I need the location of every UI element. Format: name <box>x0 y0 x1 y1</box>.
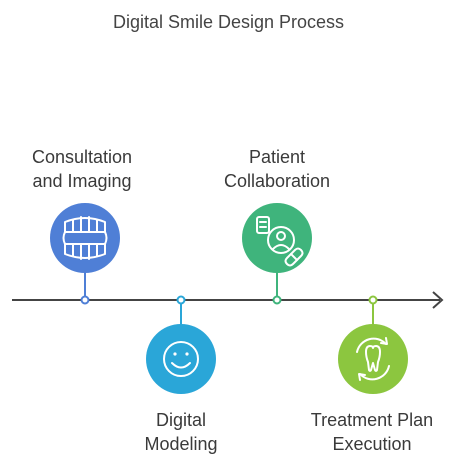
step-patient-collaboration <box>242 203 312 305</box>
step-label-line: Collaboration <box>223 171 331 191</box>
tooth-cycle-icon <box>356 337 390 381</box>
step-icon-circle <box>146 324 216 394</box>
smile-icon <box>163 341 199 377</box>
step-label-line: Treatment Plan <box>310 410 434 430</box>
timeline-marker <box>272 295 282 305</box>
step-label-line: Modeling <box>144 434 218 454</box>
teeth-icon <box>62 216 108 260</box>
step-label-line: Consultation <box>31 147 133 167</box>
step-label-consultation: Consultation and Imaging <box>2 145 162 193</box>
step-label-patient-collaboration: Patient Collaboration <box>197 145 357 193</box>
step-icon-circle <box>338 324 408 394</box>
timeline-marker <box>176 295 186 305</box>
step-treatment-plan <box>338 295 408 394</box>
step-label-line: Digital <box>155 410 207 430</box>
step-label-digital-modeling: Digital Modeling <box>101 408 261 456</box>
step-label-line: Execution <box>332 434 412 454</box>
timeline-marker <box>368 295 378 305</box>
step-icon-circle <box>50 203 120 273</box>
step-digital-modeling <box>146 295 216 394</box>
step-label-line: Patient <box>248 147 306 167</box>
step-label-treatment-plan: Treatment Plan Execution <box>292 408 452 456</box>
step-label-line: and Imaging <box>32 171 132 191</box>
timeline-marker <box>80 295 90 305</box>
patient-record-icon <box>256 216 304 267</box>
step-consultation <box>50 203 120 305</box>
timeline-arrowhead <box>432 291 444 309</box>
diagram-title: Digital Smile Design Process <box>112 12 345 32</box>
